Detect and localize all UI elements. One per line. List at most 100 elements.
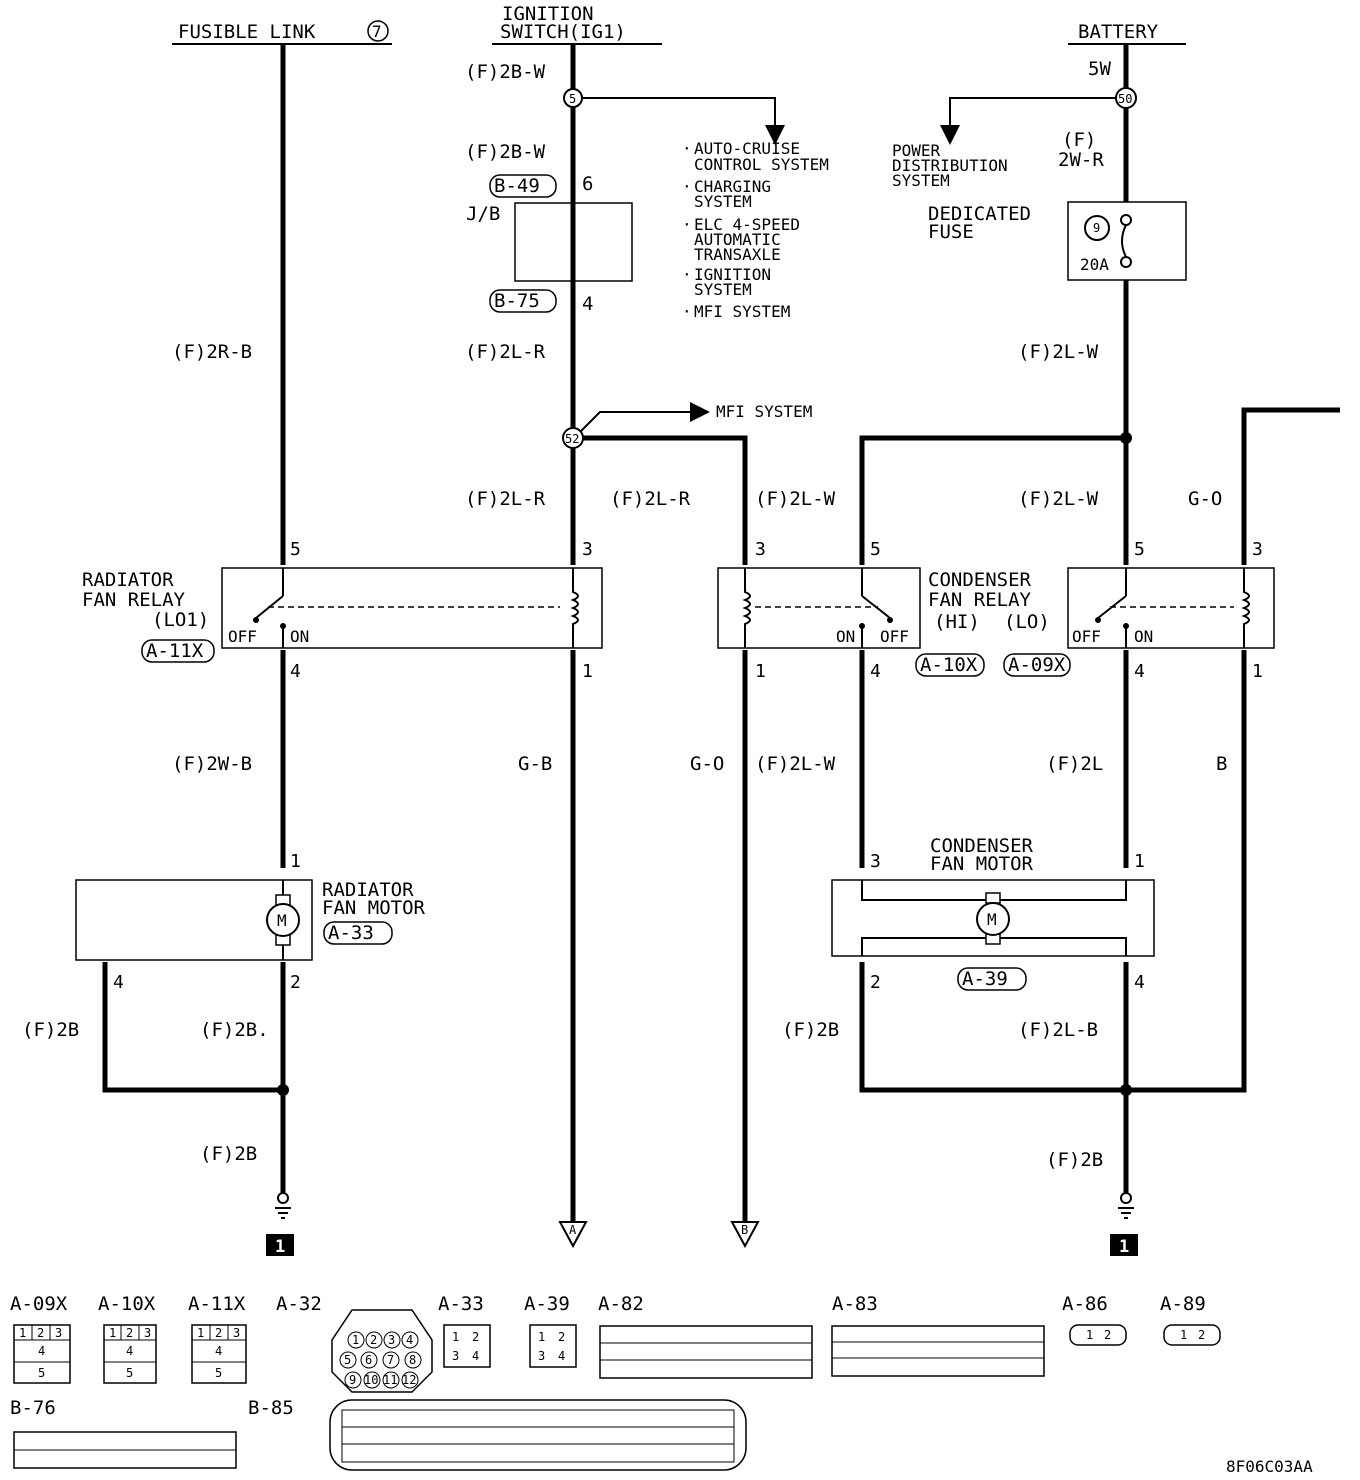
svg-text:CONDENSER: CONDENSER — [930, 835, 1034, 857]
connector-a89: A-89 1 2 — [1160, 1293, 1221, 1346]
ignition-label-1: IGNITION — [502, 3, 594, 25]
svg-text:AUTO-CRUISE: AUTO-CRUISE — [694, 139, 800, 158]
connector-a11x: A-11X 1 2 3 4 5 — [188, 1293, 247, 1384]
svg-text:IGNITION: IGNITION — [694, 265, 771, 284]
connector-a09x: A-09X 1 2 3 4 5 — [10, 1293, 71, 1384]
wire-mfi-branch — [579, 402, 710, 433]
svg-text:4: 4 — [1134, 972, 1145, 993]
wire-label: (F)2L-R — [465, 488, 546, 510]
svg-text:RADIATOR: RADIATOR — [82, 569, 174, 591]
continuation-arrow-b: B — [730, 1221, 760, 1249]
mfi-system-label: MFI SYSTEM — [716, 402, 812, 421]
junction-block: J/B B-49 6 B-75 4 — [466, 173, 633, 315]
connector-a83: A-83 — [831, 1293, 1045, 1377]
svg-text:3: 3 — [538, 1349, 545, 1363]
svg-text:CHARGING: CHARGING — [694, 177, 771, 196]
svg-text:(LO1): (LO1) — [152, 609, 209, 631]
condenser-fan-relay-lo: CONDENSER FAN RELAY (HI) (LO) A-09X OFF … — [928, 539, 1275, 682]
svg-text:(HI): (HI) — [934, 611, 980, 633]
svg-text:4: 4 — [215, 1344, 222, 1358]
svg-text:9: 9 — [349, 1373, 356, 1387]
connector-b85: B-85 — [248, 1397, 747, 1471]
svg-text:AUTOMATIC: AUTOMATIC — [694, 230, 781, 249]
radiator-relay-connector: A-11X — [146, 640, 204, 662]
svg-text:1: 1 — [1119, 1237, 1129, 1257]
svg-text:B-85: B-85 — [248, 1397, 294, 1419]
svg-text:3: 3 — [233, 1326, 240, 1340]
svg-text:52: 52 — [565, 432, 579, 446]
wire-label: (F)2B-W — [465, 61, 546, 83]
svg-text:20A: 20A — [1080, 255, 1109, 274]
condenser-fan-motor: CONDENSER FAN MOTOR M A-39 3 1 2 4 — [831, 835, 1155, 993]
svg-text:B: B — [741, 1223, 748, 1237]
motor-symbol: M — [277, 911, 287, 930]
wire-label: (F)2W-B — [172, 753, 252, 775]
svg-text:RADIATOR: RADIATOR — [322, 879, 414, 901]
svg-text:4: 4 — [126, 1344, 133, 1358]
junction-50: 50 — [1115, 87, 1137, 109]
wire-label: (F)2L-W — [1018, 488, 1099, 510]
wire-label: (F)2B-W — [465, 141, 546, 163]
ignition-systems-list: · AUTO-CRUISE CONTROL SYSTEM · CHARGING … — [682, 139, 829, 321]
svg-text:1: 1 — [1180, 1328, 1187, 1342]
radiator-fan-motor: M RADIATOR FAN MOTOR A-33 1 2 4 — [75, 851, 426, 993]
wire-label: (F)2L-R — [610, 488, 691, 510]
svg-text:·: · — [682, 215, 692, 234]
wire-power-dist-branch — [940, 97, 1118, 145]
svg-text:2: 2 — [126, 1326, 133, 1340]
connector-a86: A-86 1 2 — [1062, 1293, 1127, 1346]
svg-text:ON: ON — [1134, 627, 1153, 646]
svg-text:B-76: B-76 — [10, 1397, 56, 1419]
svg-text:OFF: OFF — [1072, 627, 1101, 646]
wire-label: (F)2L-W — [755, 753, 836, 775]
fusible-link-label: FUSIBLE LINK — [178, 21, 316, 43]
connector-a10x: A-10X 1 2 3 4 5 — [98, 1293, 157, 1384]
svg-text:1: 1 — [197, 1326, 204, 1340]
svg-text:A-83: A-83 — [832, 1293, 878, 1315]
svg-text:2: 2 — [472, 1330, 479, 1344]
wire-b — [1126, 650, 1247, 1093]
svg-text:4: 4 — [870, 661, 881, 682]
connector-a39: A-39 1 2 3 4 — [524, 1293, 577, 1368]
jb-connector-b49: B-49 — [494, 175, 540, 197]
svg-text:1: 1 — [290, 851, 301, 872]
svg-text:J/B: J/B — [466, 203, 500, 225]
svg-text:·: · — [682, 265, 692, 284]
svg-text:FAN MOTOR: FAN MOTOR — [322, 897, 426, 919]
svg-text:2: 2 — [558, 1330, 565, 1344]
svg-text:OFF: OFF — [228, 627, 257, 646]
svg-text:4: 4 — [406, 1333, 413, 1347]
wire-g-o-top — [1241, 407, 1340, 565]
svg-text:1: 1 — [755, 661, 766, 682]
svg-text:FAN RELAY: FAN RELAY — [82, 589, 186, 611]
svg-text:4: 4 — [38, 1344, 45, 1358]
svg-text:A-82: A-82 — [598, 1293, 644, 1315]
continuation-arrow-a: A — [558, 1221, 588, 1249]
motor-symbol: M — [987, 910, 997, 929]
svg-text:5: 5 — [290, 539, 301, 560]
svg-text:2: 2 — [870, 972, 881, 993]
svg-text:1: 1 — [582, 661, 593, 682]
svg-text:5: 5 — [1134, 539, 1145, 560]
source-fusible-link: FUSIBLE LINK 7 — [172, 20, 392, 45]
svg-text:A-39: A-39 — [524, 1293, 570, 1315]
svg-text:3: 3 — [870, 851, 881, 872]
svg-text:1: 1 — [352, 1333, 359, 1347]
fusible-link-number-circle — [367, 20, 389, 42]
wire-label: G-O — [690, 753, 724, 775]
svg-text:SYSTEM: SYSTEM — [694, 192, 752, 211]
svg-text:1: 1 — [275, 1237, 285, 1257]
svg-text:1: 1 — [1252, 661, 1263, 682]
connector-a82: A-82 — [598, 1293, 813, 1379]
svg-text:12: 12 — [402, 1373, 416, 1387]
wire-label: (F)2L-B — [1018, 1019, 1098, 1041]
wire-label: (F)2B. — [200, 1019, 269, 1041]
svg-text:1: 1 — [538, 1330, 545, 1344]
svg-text:MFI SYSTEM: MFI SYSTEM — [694, 302, 790, 321]
svg-text:FAN MOTOR: FAN MOTOR — [930, 853, 1034, 875]
condenser-fan-relay-hi: ON OFF 3 1 5 4 A-10X — [717, 539, 985, 682]
radiator-motor-connector: A-33 — [328, 922, 374, 944]
svg-text:3: 3 — [55, 1326, 62, 1340]
wire-label: (F)2L — [1046, 753, 1103, 775]
